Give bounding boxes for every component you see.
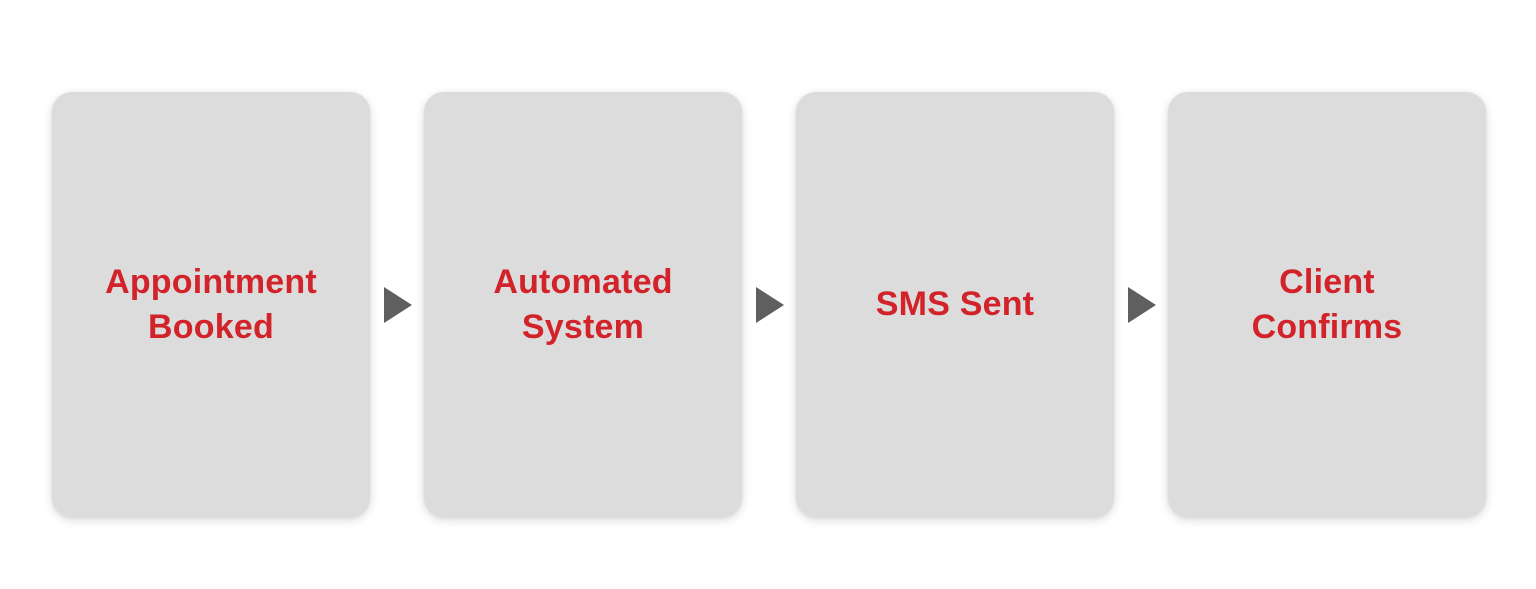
flow-step-client-confirms[interactable]: Client Confirms (1168, 92, 1486, 517)
flow-connector-3 (1114, 92, 1168, 517)
flow-step-sms-sent[interactable]: SMS Sent (796, 92, 1114, 517)
flow-step-label: Automated System (493, 262, 673, 346)
flow-connector-1 (370, 92, 424, 517)
arrow-right-triangle-icon (384, 286, 412, 323)
arrow-right-triangle-icon (756, 286, 784, 323)
arrow-right-triangle-icon (1128, 286, 1156, 323)
flow-step-track: Appointment Booked Automated System SMS … (52, 92, 1486, 517)
flow-step-automated-system[interactable]: Automated System (424, 92, 742, 517)
flow-step-label: SMS Sent (875, 285, 1035, 324)
flow-step-appointment-booked[interactable]: Appointment Booked (52, 92, 370, 517)
flow-step-label: Appointment Booked (105, 262, 317, 346)
flow-connector-2 (742, 92, 796, 517)
flow-step-label: Client Confirms (1251, 262, 1403, 346)
